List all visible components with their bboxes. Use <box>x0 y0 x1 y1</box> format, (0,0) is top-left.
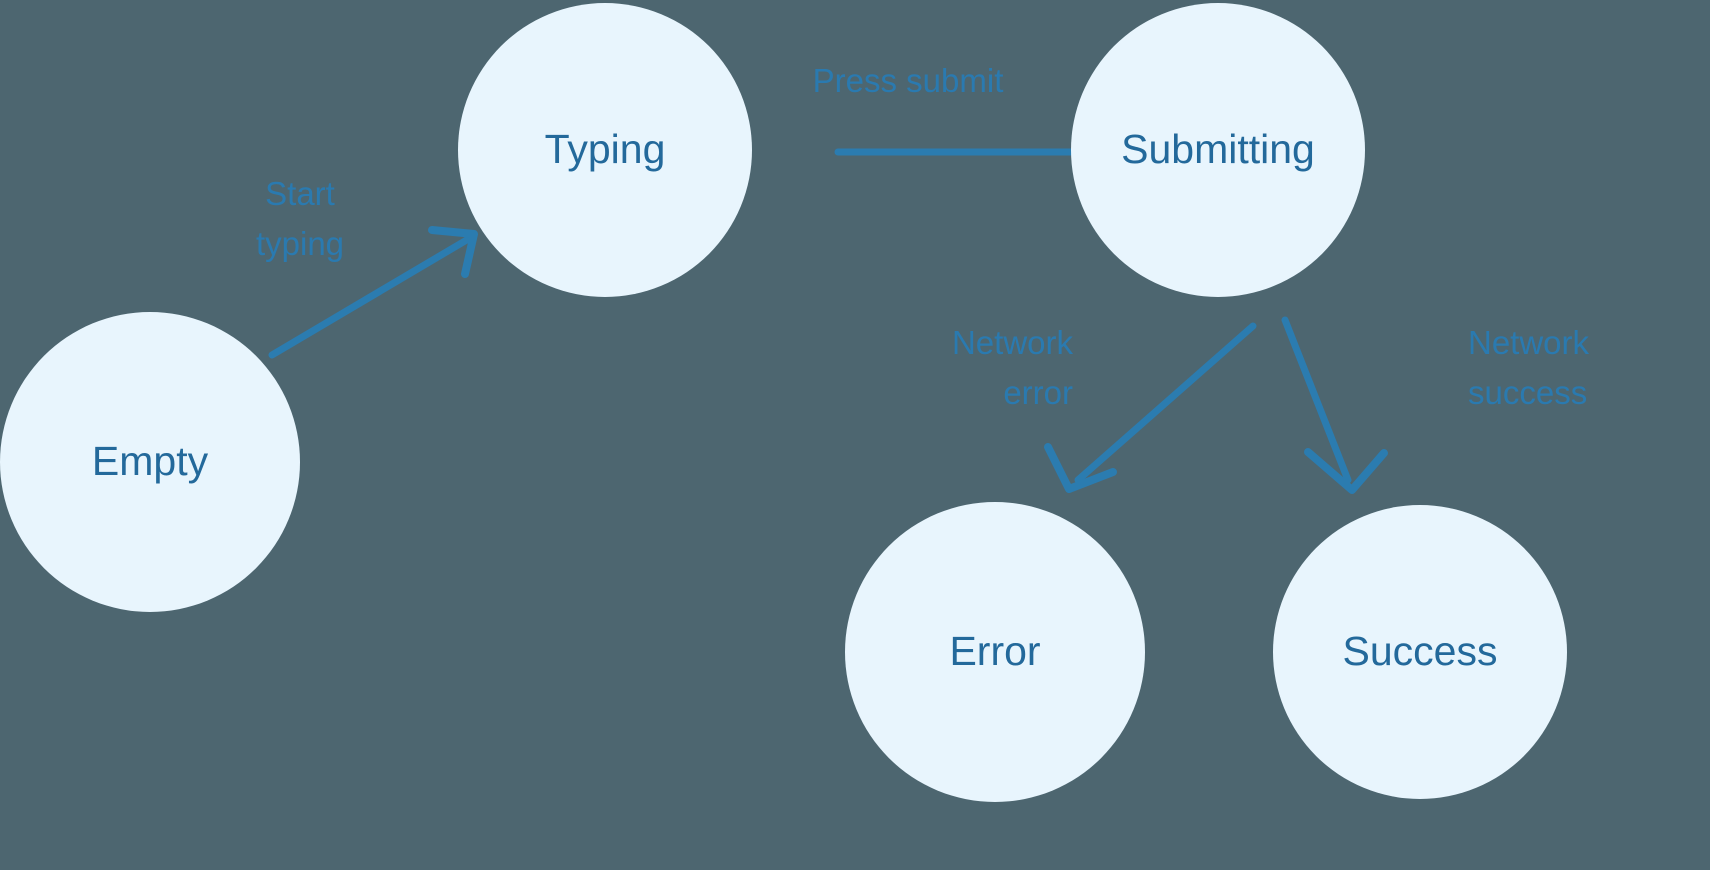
edge-submitting-to-success <box>1281 316 1388 494</box>
node-circle-error[interactable] <box>845 502 1145 802</box>
edge-empty-to-typing <box>268 226 478 359</box>
arrowhead-submitting-to-error <box>1044 443 1117 493</box>
node-circle-typing[interactable] <box>458 3 752 297</box>
edge-label-line-network-error-1: Network <box>952 324 1074 361</box>
edge-submitting-to-error <box>1044 322 1257 493</box>
edge-label-submitting-to-success: Network success <box>1468 324 1590 411</box>
node-circle-success[interactable] <box>1273 505 1567 799</box>
edge-label-typing-to-submitting: Press submit <box>813 62 1004 99</box>
node-typing[interactable]: Typing <box>458 3 752 297</box>
node-submitting[interactable]: Submitting <box>1071 3 1365 297</box>
edge-label-line-press-submit: Press submit <box>813 62 1004 99</box>
node-label-submitting: Submitting <box>1121 126 1315 172</box>
node-empty[interactable]: Empty <box>0 312 300 612</box>
edge-line-submitting-to-error <box>1074 322 1257 484</box>
edge-label-line-start: Start <box>265 175 335 212</box>
node-circle-submitting[interactable] <box>1071 3 1365 297</box>
node-error[interactable]: Error <box>845 502 1145 802</box>
edge-label-line-typing: typing <box>256 225 344 262</box>
edge-label-submitting-to-error: Network error <box>952 324 1074 411</box>
edge-label-line-network-success-2: success <box>1468 374 1587 411</box>
edge-label-empty-to-typing: Start typing <box>256 175 344 262</box>
node-success[interactable]: Success <box>1273 505 1567 799</box>
node-label-success: Success <box>1343 628 1498 674</box>
node-circle-empty[interactable] <box>0 312 300 612</box>
edge-label-line-network-success-1: Network <box>1468 324 1590 361</box>
node-label-typing: Typing <box>545 126 666 172</box>
arrowhead-empty-to-typing <box>428 226 478 278</box>
arrowhead-submitting-to-success <box>1304 448 1388 494</box>
node-label-empty: Empty <box>92 438 209 484</box>
edge-line-empty-to-typing <box>268 234 474 359</box>
node-label-error: Error <box>949 628 1040 674</box>
edge-line-submitting-to-success <box>1281 316 1352 484</box>
edge-label-line-network-error-2: error <box>1003 374 1073 411</box>
